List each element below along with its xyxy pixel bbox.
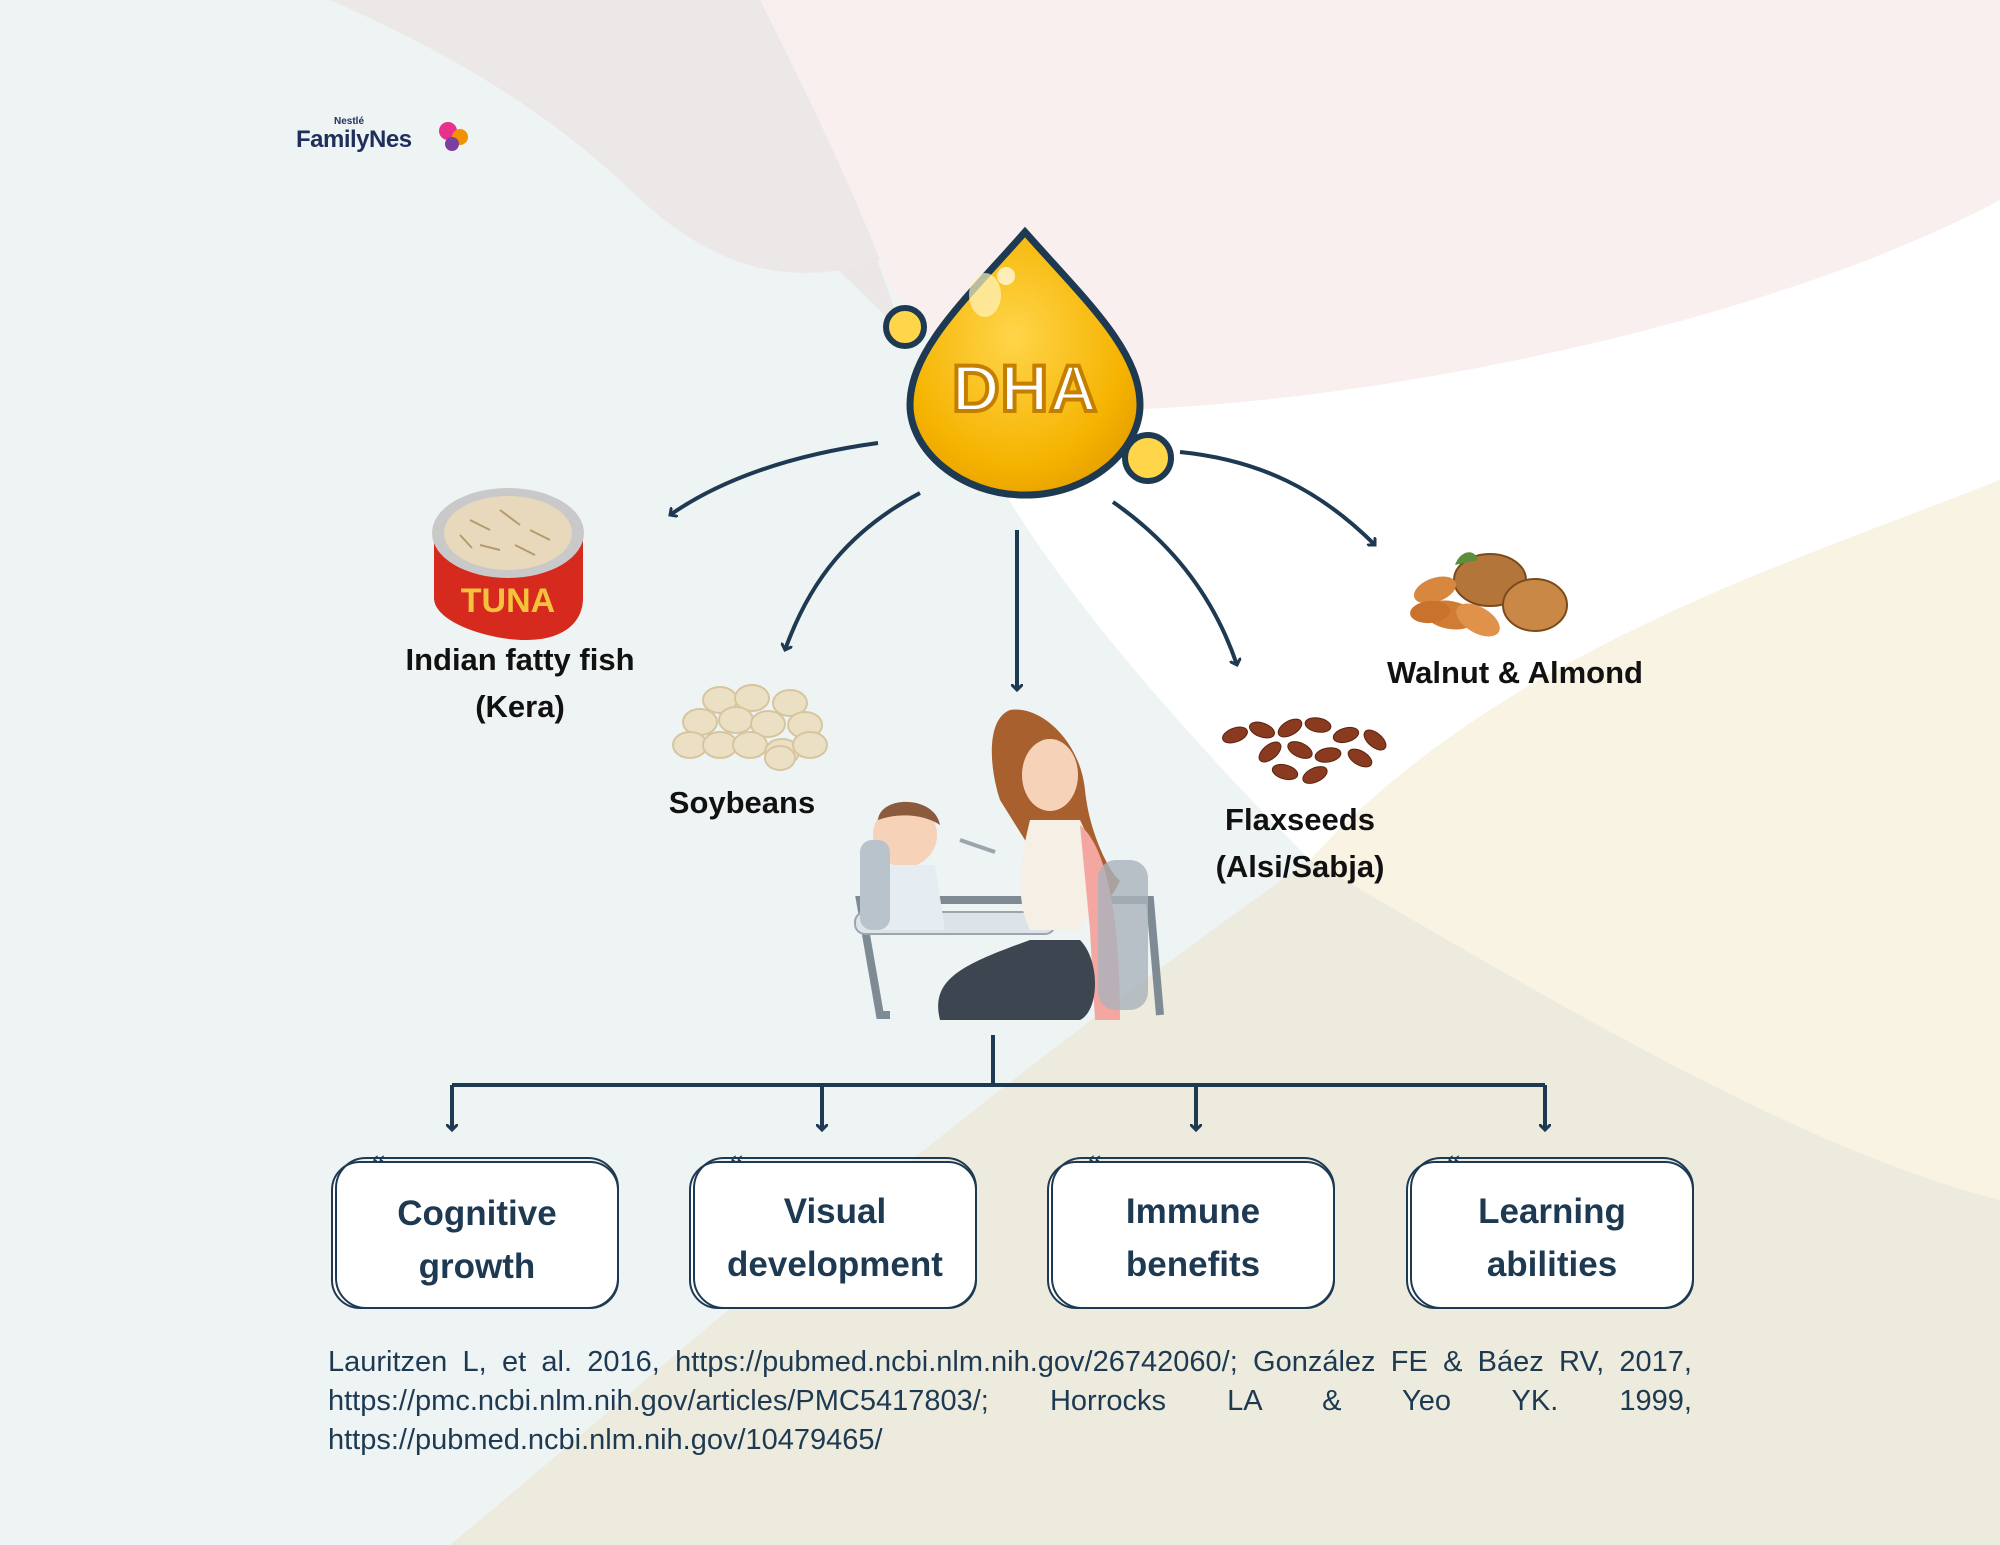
arrow-to-nuts <box>1179 450 1375 545</box>
bg-blob-grey2 <box>330 0 880 273</box>
familynes-logo-mark <box>439 122 468 151</box>
tuna-can-label: TUNA <box>461 582 555 620</box>
svg-text:“: “ <box>730 1149 743 1182</box>
arrow-to-fish <box>670 441 879 515</box>
mother-feeding-baby-illustration <box>854 709 1164 1020</box>
soybeans-icon <box>672 684 828 771</box>
benefit-box-learning: “ <box>1406 1149 1694 1309</box>
logo-brand: FamilyNes <box>296 126 412 153</box>
source-label-flaxseeds: Flaxseeds(Alsi/Sabja) <box>1215 802 1385 884</box>
flaxseeds-icon <box>1222 717 1387 784</box>
familynes-logo: Nestlé FamilyNes <box>296 116 486 156</box>
svg-text:“: “ <box>1447 1149 1460 1182</box>
benefit-box-immune: “ <box>1047 1149 1335 1309</box>
logo-sub: Nestlé <box>334 116 365 127</box>
dha-droplet-icon <box>883 226 1174 499</box>
arrow-to-flaxseeds <box>1111 500 1237 665</box>
source-label-soybeans: Soybeans <box>668 785 816 820</box>
svg-text:“: “ <box>1088 1149 1101 1182</box>
bg-blob-cream <box>1310 480 2000 1200</box>
dha-label: DHA <box>950 349 1099 427</box>
tuna-can-icon: TUNA <box>432 488 584 640</box>
svg-text:“: “ <box>372 1149 385 1182</box>
source-label-fish: Indian fatty fish(Kera) <box>405 642 635 724</box>
arrow-to-soybeans <box>785 491 921 650</box>
source-label-nuts: Walnut & Almond <box>1387 655 1643 690</box>
benefit-box-cognitive: “ <box>331 1149 619 1309</box>
benefit-box-visual: “ <box>689 1149 977 1309</box>
bg-blob-white <box>960 200 2000 860</box>
nuts-icon <box>1410 552 1568 637</box>
citation-text: Lauritzen L, et al. 2016, https://pubmed… <box>328 1346 1692 1457</box>
